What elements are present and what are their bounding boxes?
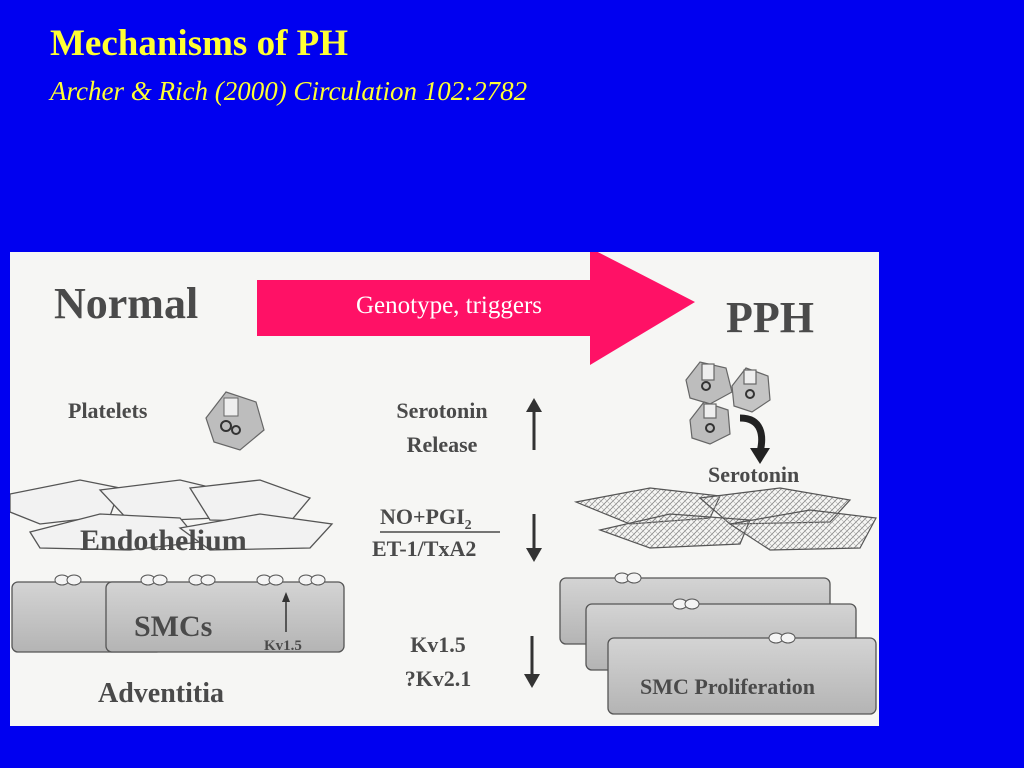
- smcs-label: SMCs: [134, 610, 212, 643]
- platelet-icon: [205, 391, 265, 451]
- serotonin-release-line1: Serotonin: [396, 398, 487, 423]
- arrow-label: Genotype, triggers: [355, 292, 543, 319]
- serotonin-release-line2: Release: [407, 432, 478, 457]
- up-arrow-icon: [526, 398, 542, 450]
- figure-drawing: Normal PPH Platelets Endothelium: [10, 252, 877, 715]
- slide-subtitle: Archer & Rich (2000) Circulation 102:278…: [50, 76, 528, 106]
- platelets-label: Platelets: [68, 398, 148, 423]
- normal-kv-label: Kv1.5: [264, 638, 302, 654]
- normal-heading: Normal: [54, 279, 198, 328]
- pph-heading: PPH: [726, 293, 814, 342]
- down-arrow-icon: [524, 636, 540, 688]
- et1-txa2-line: ET-1/TxA2: [372, 536, 476, 561]
- platelet-cluster-icon: [685, 361, 771, 445]
- curved-arrow-icon: [739, 414, 770, 464]
- slide-title: Mechanisms of PH: [50, 23, 349, 64]
- pph-endothelium-cells: [573, 487, 877, 551]
- adventitia-label: Adventitia: [98, 678, 224, 709]
- no-pgi-line: NO+PGI2: [380, 504, 472, 533]
- down-arrow-icon: [526, 514, 542, 562]
- smc-proliferation-label: SMC Proliferation: [640, 674, 815, 699]
- mechanism-figure: Normal PPH Platelets Endothelium: [10, 252, 879, 726]
- smc-cells: [11, 574, 345, 653]
- kv21-line: ?Kv2.1: [405, 666, 472, 691]
- endothelium-label: Endothelium: [80, 524, 247, 557]
- kv15-line: Kv1.5: [410, 632, 466, 657]
- endothelium-cells: [10, 479, 334, 551]
- progression-arrow: [257, 252, 695, 365]
- proliferating-smc-cells: [559, 572, 877, 715]
- pph-serotonin-label: Serotonin: [708, 462, 799, 487]
